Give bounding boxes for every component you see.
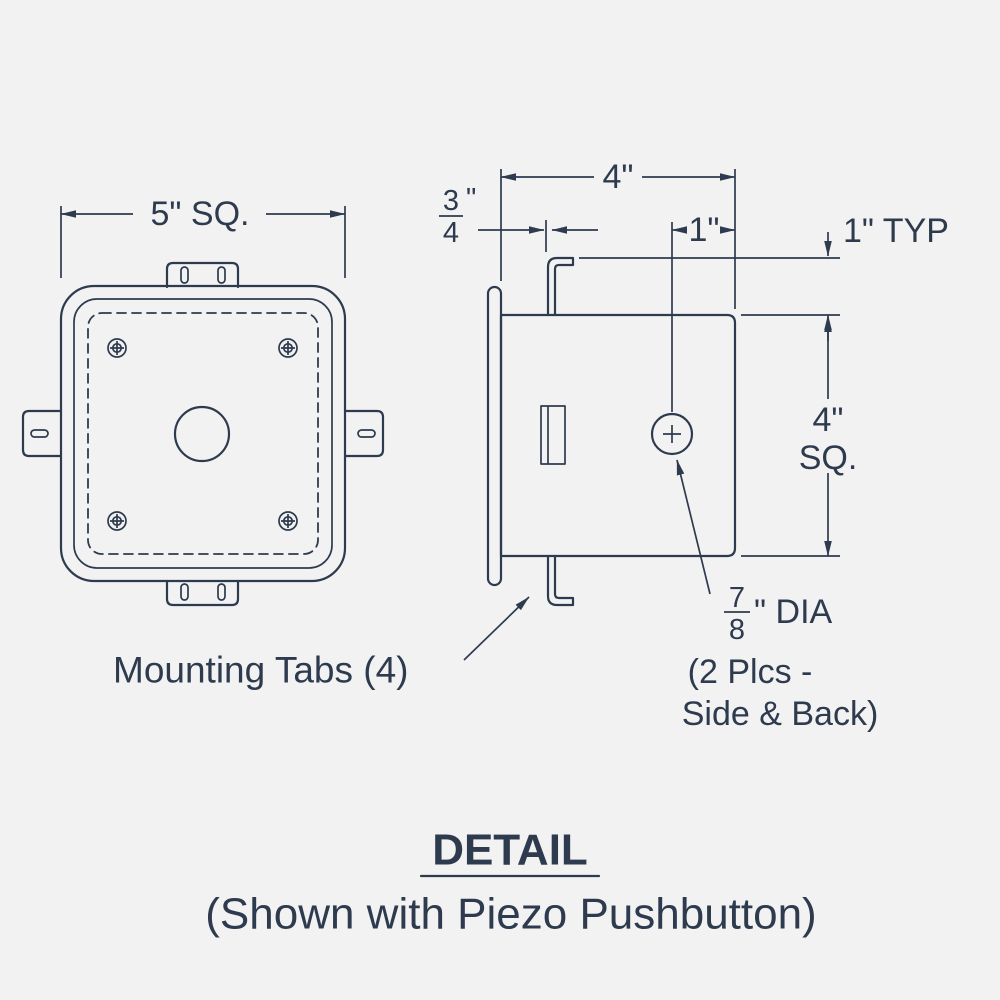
front-gasket-dashed-outline [87,312,319,555]
drawing-subtitle: (Shown with Piezo Pushbutton) [205,890,816,939]
back-hole [650,412,694,456]
dim-4in-depth: 4" [500,158,736,309]
tab-slot [180,583,189,601]
side-bent-tab-top [546,256,575,317]
mounting-tabs-label: Mounting Tabs (4) [113,650,408,691]
side-bent-tab-bottom [546,554,575,607]
dim-1in-offset-label: 1" [689,211,720,249]
tab-slot [357,429,376,438]
hole-callout: 7 8 " DIA (2 Plcs - Side & Back) [676,459,879,733]
title-block: DETAIL (Shown with Piezo Pushbutton) [205,826,816,939]
dim-3-4in-flange: 3 4 " [439,183,598,252]
dim-1in-typ: 1" TYP [579,212,949,341]
front-outer-outline [59,284,347,583]
screw-icon [278,511,298,531]
side-body-outline [499,313,737,558]
dim-5in-sq: 5" SQ. [60,195,346,278]
screw-icon [107,511,127,531]
fraction-numerator: 3 [443,185,459,217]
hole-fraction-denominator: 8 [729,614,745,646]
side-hole-slot [540,405,566,465]
front-lid-outline [73,298,333,569]
fraction-unit: " [466,183,476,215]
mounting-tabs-callout: Mounting Tabs (4) [113,596,530,691]
drawing-title: DETAIL [432,826,588,875]
screw-icon [107,338,127,358]
tab-slot [30,429,49,438]
tab-slot [217,266,226,284]
dim-1in-typ-label: 1" TYP [843,212,949,250]
hole-dia-suffix: " DIA [754,593,833,631]
side-flange-outline [486,285,503,587]
screw-icon [278,338,298,358]
dim-1in-offset: 1" [671,211,736,412]
dim-4in-depth-label: 4" [603,158,634,196]
mounting-tab-bottom [165,579,240,607]
dim-4in-sq-label-2: SQ. [799,439,858,477]
mounting-tab-top [165,261,240,289]
tab-slot [217,583,226,601]
side-view: 4" 3 4 " 1" 1" TYP [439,158,949,733]
dim-5in-sq-label: 5" SQ. [151,195,250,233]
front-view: 5" SQ. [21,195,385,607]
dim-4in-sq-label-1: 4" [813,401,844,439]
hole-note-line1: (2 Plcs - [688,653,813,691]
hole-note-line2: Side & Back) [682,695,879,733]
mounting-tab-left [21,409,63,458]
dim-4in-sq-height: 4" SQ. [741,314,858,557]
pushbutton-circle [173,405,231,463]
mounting-tab-right [343,409,385,458]
fraction-denominator: 4 [443,217,459,249]
tab-slot [180,266,189,284]
hole-fraction-numerator: 7 [729,582,745,614]
